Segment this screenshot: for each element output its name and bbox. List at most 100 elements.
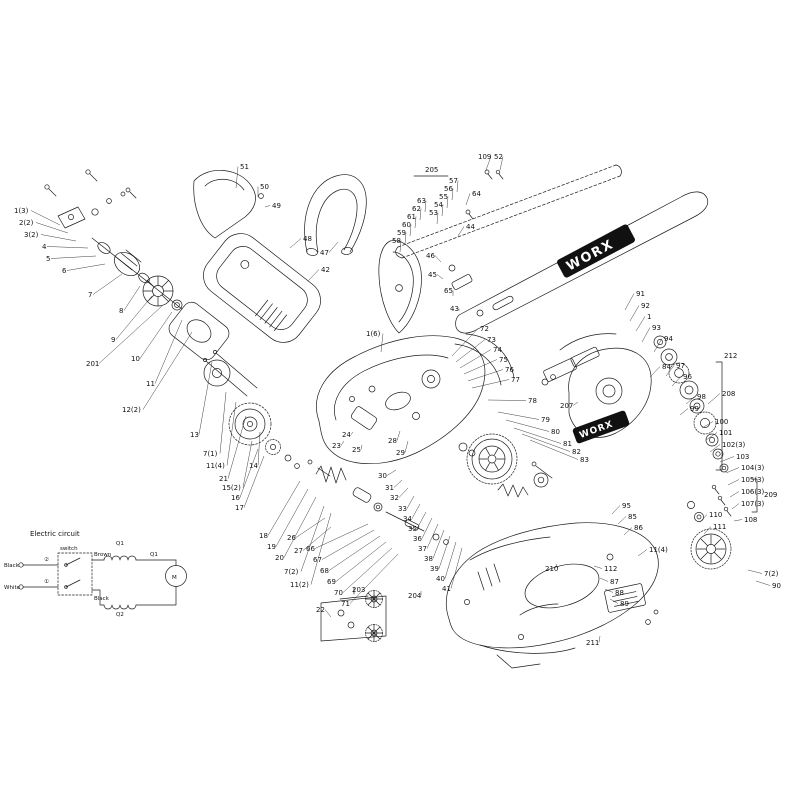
leader-line <box>755 580 771 586</box>
part-number-label: 73 <box>487 336 496 344</box>
leader-line <box>40 234 77 242</box>
part-number-label: 99 <box>690 405 699 413</box>
leader-line <box>66 263 106 271</box>
leader-line <box>115 295 153 340</box>
front-handle-art <box>304 174 367 256</box>
leader-line <box>406 495 415 509</box>
leader-line <box>198 361 213 435</box>
leader-line <box>665 365 675 377</box>
leader-line <box>434 255 442 263</box>
leader-line <box>572 401 579 406</box>
leader-line <box>599 577 609 582</box>
leader-line <box>703 526 712 535</box>
part-number-label: 85 <box>628 513 637 521</box>
part-number-label: 64 <box>472 190 481 198</box>
circuit-text-label: ① <box>44 579 49 585</box>
leader-line <box>139 311 173 359</box>
part-number-label: 30 <box>378 472 387 480</box>
leader-line <box>35 222 69 234</box>
part-number-label: 54 <box>434 201 443 209</box>
leader-line <box>719 456 735 463</box>
part-number-label: 23 <box>332 442 341 450</box>
leader-line <box>123 285 141 311</box>
leader-line <box>283 496 317 558</box>
part-number-label: 79 <box>541 416 550 424</box>
part-number-label: 91 <box>636 290 645 298</box>
leader-line <box>307 269 320 282</box>
part-number-label: 63 <box>417 197 426 205</box>
rear-housing-art <box>445 522 659 669</box>
part-number-label: 32 <box>390 494 399 502</box>
part-number-label: 101 <box>719 429 732 437</box>
part-number-label: 11(4) <box>649 546 668 554</box>
leader-line <box>360 444 363 450</box>
part-number-label: 7(1) <box>203 450 218 458</box>
part-number-label: 1 <box>647 313 651 321</box>
motor-cover-art <box>193 169 321 343</box>
leader-line <box>623 527 633 536</box>
part-number-label: 5 <box>46 255 50 263</box>
part-number-label: 111 <box>713 523 726 531</box>
part-number-label: 15(2) <box>222 484 241 492</box>
part-number-label: 28 <box>388 437 397 445</box>
leader-line <box>611 505 621 515</box>
star-wheel-lower <box>365 624 383 642</box>
leader-line <box>154 319 183 384</box>
part-label-layer: 1(3)2(2)3(2)456789201101112(2)137(1)11(4… <box>14 153 781 647</box>
leader-line <box>727 479 740 486</box>
leader-line <box>321 529 375 560</box>
leader-line <box>386 469 397 476</box>
part-number-label: 212 <box>724 352 737 360</box>
leader-line <box>459 349 492 369</box>
hand-guard-art <box>378 240 473 334</box>
part-number-label: 7(2) <box>284 568 299 576</box>
leader-line <box>438 535 451 569</box>
part-number-label: 100 <box>715 418 728 426</box>
part-number-label: 92 <box>641 302 650 310</box>
part-number-label: 26 <box>287 534 296 542</box>
part-number-label: 38 <box>424 555 433 563</box>
part-number-label: 201 <box>86 360 99 368</box>
leader-line <box>436 212 439 225</box>
leader-line <box>635 316 646 332</box>
part-number-label: 18 <box>259 532 268 540</box>
leader-line <box>324 609 332 618</box>
part-number-label: 204 <box>408 592 422 600</box>
chain-sprocket-art <box>466 433 549 488</box>
leader-line <box>414 216 417 229</box>
leader-line <box>455 339 486 363</box>
part-number-label: 27 <box>294 547 303 555</box>
part-number-label: 112 <box>604 565 617 573</box>
circuit-text-label: M <box>172 575 177 581</box>
part-number-label: 71 <box>341 600 350 608</box>
part-number-label: 75 <box>499 356 508 364</box>
leader-line <box>243 455 265 508</box>
leader-line <box>432 529 445 559</box>
leader-line <box>456 180 459 193</box>
leader-line <box>335 541 387 582</box>
part-number-label: 58 <box>392 237 401 245</box>
part-number-label: 35 <box>408 525 417 533</box>
leader-line <box>641 327 651 343</box>
part-number-label: 3(2) <box>24 231 39 239</box>
leader-line <box>598 635 601 643</box>
part-number-label: 65 <box>444 287 453 295</box>
leader-line <box>393 479 403 488</box>
motor-armature-assembly-art <box>44 169 331 477</box>
leader-line <box>399 240 402 253</box>
leader-line <box>705 432 718 441</box>
leader-line <box>92 273 123 295</box>
part-number-label: 69 <box>327 578 336 586</box>
part-number-label: 9 <box>111 336 115 344</box>
leader-line <box>404 440 409 453</box>
leader-line <box>46 246 89 249</box>
leader-line <box>463 359 498 375</box>
part-number-label: 90 <box>772 582 781 590</box>
part-number-label: 68 <box>320 567 329 575</box>
circuit-text-label: Brown <box>94 552 112 558</box>
part-number-label: 16 <box>231 494 240 502</box>
part-number-label: 42 <box>321 266 330 274</box>
leader-line <box>242 440 253 488</box>
leader-line <box>497 411 540 420</box>
